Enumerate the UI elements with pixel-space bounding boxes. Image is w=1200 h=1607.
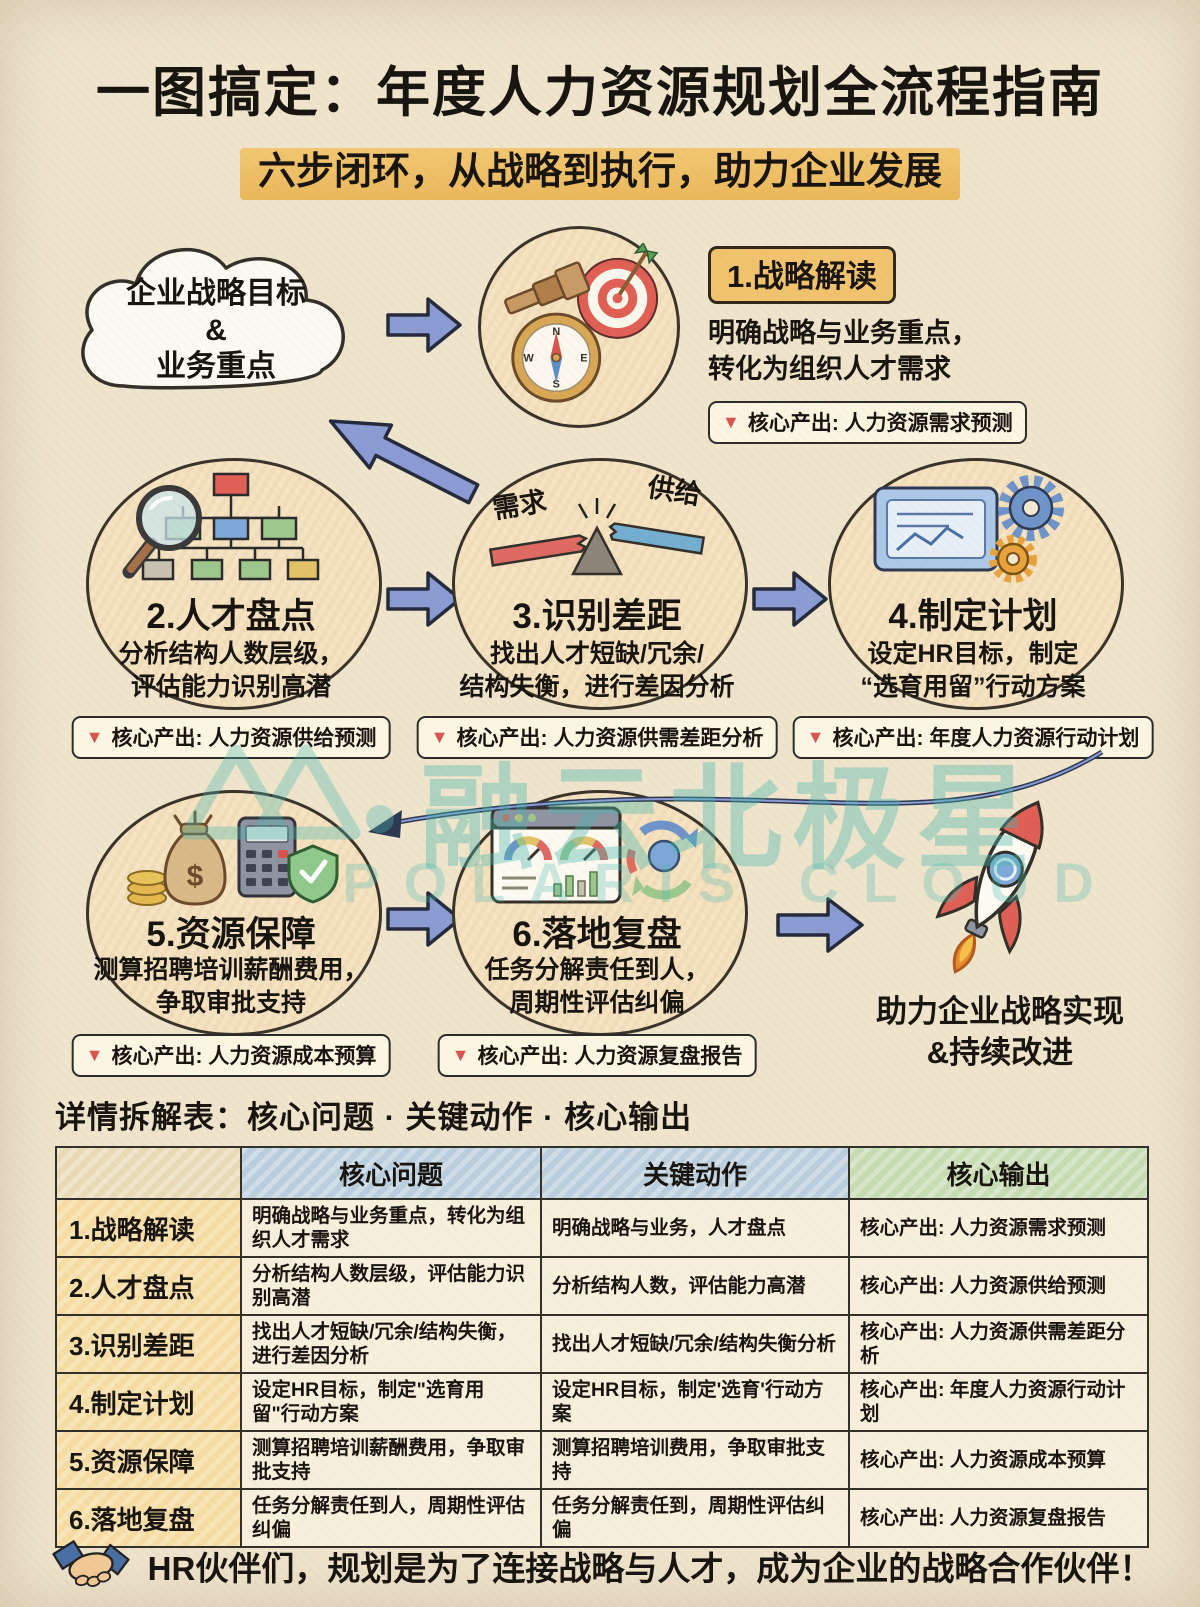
step-3-output-badge: ▼ 核心产出: 人力资源供需差距分析 — [416, 716, 778, 759]
step-2-circle — [86, 458, 382, 710]
step-4-title: 4.制定计划 — [888, 597, 1058, 636]
output-triangle-icon: ▼ — [722, 412, 740, 433]
cloud-text: 企业战略目标 & 业务重点 — [126, 277, 306, 384]
step-2-description: 分析结构人数层级， 评估能力识别高潜 — [118, 640, 344, 701]
svg-text:$: $ — [187, 860, 204, 893]
step-1-description: 明确战略与业务重点， 转化为组织人才需求 — [708, 318, 978, 384]
step-1-card: 1.战略解读 明确战略与业务重点， 转化为组织人才需求 ▼ 核心产出: 人力资源… — [708, 246, 1058, 445]
table-header-action: 关键动作 — [540, 1146, 850, 1200]
step-1-figure: N E S W — [478, 226, 680, 428]
arrow-right-icon — [752, 571, 828, 627]
handshake-icon — [52, 1540, 130, 1587]
step-2-output-badge: ▼ 核心产出: 人力资源供给预测 — [71, 716, 391, 759]
table-row: 5.资源保障 测算招聘培训薪酬费用，争取审批支持 测算招聘培训费用，争取审批支持… — [55, 1430, 1149, 1490]
footer-message: HR伙伴们，规划是为了连接战略与人才，成为企业的战略合作伙伴！ — [147, 1550, 1153, 1587]
dashboard-review-icon — [490, 806, 698, 904]
footer-message-bar: HR伙伴们，规划是为了连接战略与人才，成为企业的战略合作伙伴！ — [0, 1534, 1200, 1598]
table-row: 3.识别差距 找出人才短缺/冗余/结构失衡，进行差因分析 找出人才短缺/冗余/结… — [55, 1314, 1149, 1374]
arrow-right-icon — [386, 571, 462, 627]
arrow-right-icon — [386, 891, 462, 947]
cloud-icon — [81, 247, 345, 390]
step-6-description: 任务分解责任到人， 周期性评估纠偏 — [484, 956, 710, 1017]
broken-balance-icon: 需求 供给 — [488, 472, 706, 576]
table-row: 1.战略解读 明确战略与业务重点，转化为组织人才需求 明确战略与业务，人才盘点 … — [55, 1198, 1149, 1258]
telescope-compass-target-icon: N E S W — [504, 243, 659, 403]
svg-text:N: N — [552, 326, 560, 338]
magnifier-orgchart-icon — [122, 472, 320, 581]
step-6-title: 6.落地复盘 — [512, 915, 682, 954]
table-header-blank — [55, 1146, 242, 1200]
step-6-output-badge: ▼ 核心产出: 人力资源复盘报告 — [437, 1034, 757, 1077]
table-header-question: 核心问题 — [240, 1146, 542, 1200]
table-row: 4.制定计划 设定HR目标，制定"选育用留"行动方案 设定HR目标，制定'选育'… — [55, 1372, 1149, 1432]
rocket-icon — [935, 800, 1044, 974]
svg-text:E: E — [580, 353, 587, 365]
strategy-cloud: 企业战略目标 & 业务重点 — [58, 228, 374, 428]
table-row: 2.人才盘点 分析结构人数层级，评估能力识别高潜 分析结构人数，评估能力高潜 核… — [55, 1256, 1149, 1316]
flow-result-caption: 助力企业战略实现 &持续改进 — [876, 994, 1124, 1070]
step-5-circle — [86, 790, 382, 1036]
table-header-output: 核心输出 — [848, 1146, 1149, 1200]
subtitle-highlight: 六步闭环，从战略到执行，助力企业发展 — [239, 148, 960, 200]
rocket-illustration — [878, 784, 1108, 994]
detail-table: 核心问题 关键动作 核心输出 1.战略解读 明确战略与业务重点，转化为组织人才需… — [55, 1146, 1149, 1548]
step-3-description: 找出人才短缺/冗余/ 结构失衡，进行差因分析 — [459, 640, 735, 701]
step-2-title: 2.人才盘点 — [146, 597, 316, 636]
step-4-description: 设定HR目标，制定 “选育用留”行动方案 — [860, 640, 1086, 701]
budget-resources-icon: $ — [127, 810, 339, 906]
balance-supply-label: 供给 — [644, 472, 703, 510]
balance-demand-label: 需求 — [491, 486, 549, 524]
step-3-circle — [452, 458, 748, 710]
page-subtitle: 六步闭环，从战略到执行，助力企业发展 — [0, 140, 1200, 200]
step-3-title: 3.识别差距 — [512, 597, 682, 636]
output-triangle-icon: ▼ — [85, 1045, 104, 1065]
output-triangle-icon: ▼ — [451, 1045, 470, 1065]
step-1-output-badge: ▼ 核心产出: 人力资源需求预测 — [708, 401, 1027, 445]
arrow-right-icon — [386, 297, 462, 353]
table-section-title: 详情拆解表：核心问题 · 关键动作 · 核心输出 — [55, 1100, 693, 1135]
arrow-right-icon — [776, 897, 864, 953]
output-triangle-icon: ▼ — [430, 727, 449, 747]
table-header-row: 核心问题 关键动作 核心输出 — [55, 1146, 1149, 1200]
blueprint-gears-icon — [873, 475, 1064, 583]
output-triangle-icon: ▼ — [85, 727, 104, 747]
step-4-output-badge: ▼ 核心产出: 年度人力资源行动计划 — [792, 716, 1154, 759]
page-title: 一图搞定：年度人力资源规划全流程指南 — [96, 63, 1104, 123]
arrow-down-left-icon — [328, 419, 480, 505]
output-triangle-icon: ▼ — [806, 727, 825, 747]
svg-text:W: W — [523, 353, 534, 365]
step-5-description: 测算招聘培训薪酬费用， 争取审批支持 — [93, 956, 369, 1017]
svg-text:S: S — [553, 378, 560, 390]
table-row: 6.落地复盘 任务分解责任到人，周期性评估纠偏 任务分解责任到，周期性评估纠偏 … — [55, 1488, 1149, 1548]
step-5-title: 5.资源保障 — [146, 915, 316, 954]
step-5-output-badge: ▼ 核心产出: 人力资源成本预算 — [71, 1034, 391, 1077]
step-1-title-badge: 1.战略解读 — [708, 246, 896, 304]
